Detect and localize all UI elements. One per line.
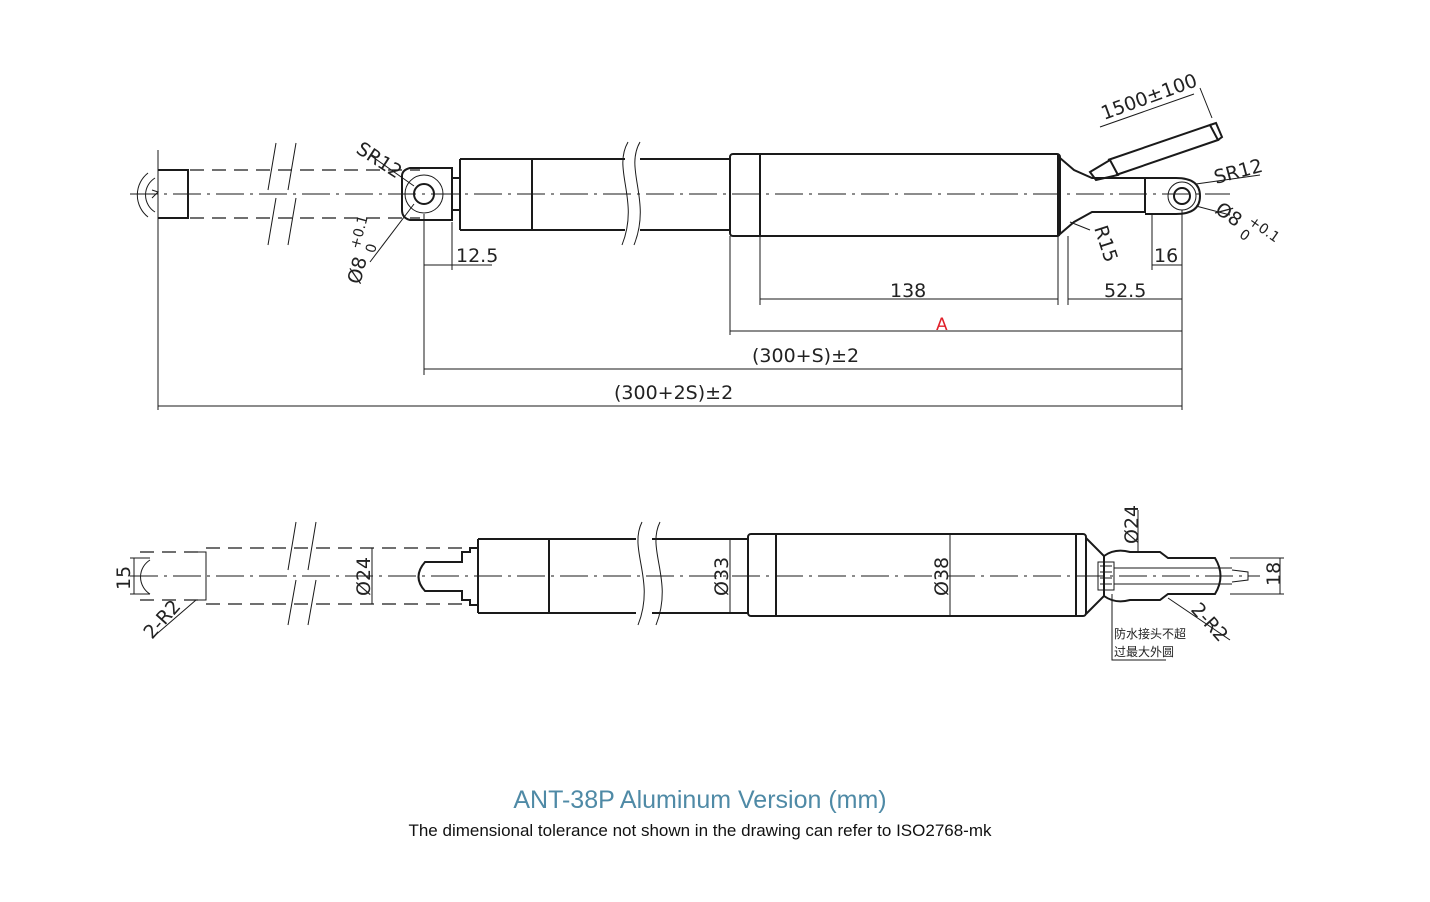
dim-12-5: 12.5 (456, 245, 498, 267)
main-body (729, 153, 1146, 237)
side-end-width: 18 (1263, 562, 1285, 586)
side-rod-end (417, 547, 479, 606)
side-rod-end-radius: 2-R2 (139, 596, 185, 644)
side-dimensions (130, 510, 1284, 661)
side-tube-dia: Ø33 (711, 557, 733, 596)
dim-16: 16 (1154, 245, 1178, 267)
drawing-subtitle: The dimensional tolerance not shown in t… (408, 821, 992, 840)
side-inner-tube (477, 521, 748, 626)
side-rod-end-ghost (140, 521, 470, 626)
drawing-title: ANT-38P Aluminum Version (mm) (513, 786, 887, 814)
front-clevis (1145, 177, 1202, 215)
front-sr-label: SR12 (1212, 155, 1265, 189)
top-dimensions (157, 154, 1261, 410)
side-rod-dia: Ø24 (353, 557, 375, 596)
side-connector-dia: Ø24 (1121, 505, 1143, 544)
rear-hole-label: Ø8 +0.1 0 (344, 214, 381, 287)
svg-text:0: 0 (363, 242, 381, 255)
dim-a: A (936, 315, 948, 335)
dim-52-5: 52.5 (1104, 280, 1146, 302)
side-body (747, 533, 1105, 617)
dim-retracted: (300+S)±2 (752, 345, 859, 367)
top-view: SR12 Ø8 +0.1 0 12.5 138 52.5 16 A (300+S… (130, 70, 1282, 410)
side-dim-15: 15 (113, 566, 135, 590)
dim-extended: (300+2S)±2 (614, 382, 733, 404)
dim-138: 138 (890, 280, 926, 302)
extended-rod-end-ghost (136, 142, 420, 246)
svg-text:0: 0 (1236, 227, 1252, 245)
side-body-dia: Ø38 (931, 557, 953, 596)
side-note-line2: 过最大外圆 (1114, 645, 1174, 659)
side-end-radius: 2-R2 (1186, 599, 1232, 647)
inner-tube (459, 141, 730, 246)
cable (1088, 87, 1224, 182)
svg-text:Ø8: Ø8 (1211, 198, 1246, 232)
rear-sr-label: SR12 (352, 138, 405, 183)
svg-text:Ø8: Ø8 (344, 254, 372, 286)
side-view: 15 2-R2 Ø24 Ø33 Ø38 Ø24 18 2-R2 防水接头不超 过… (113, 505, 1285, 661)
radius-r15-label: R15 (1089, 223, 1121, 265)
side-note-line1: 防水接头不超 (1114, 626, 1186, 641)
front-hole-label: Ø8 +0.1 0 (1211, 198, 1282, 246)
